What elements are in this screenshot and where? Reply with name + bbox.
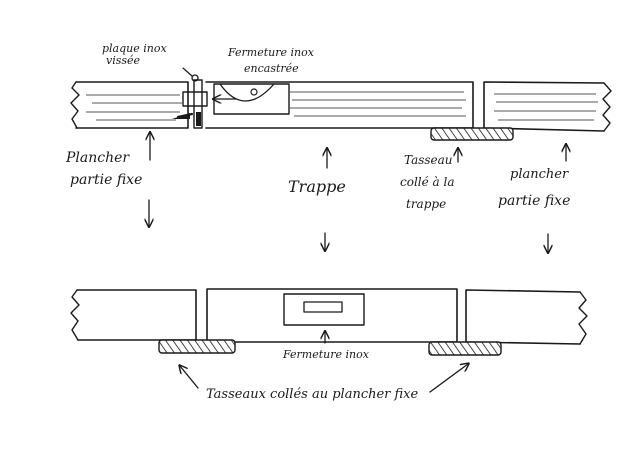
top-wood-grain — [86, 91, 598, 121]
label-tasseau-line2: collé à la — [400, 175, 455, 189]
label-plancher-right-line1: plancher — [510, 167, 569, 182]
label-plaque-line1: plaque inox — [102, 42, 167, 55]
bottom-fixed-floor-right — [465, 289, 581, 345]
top-right-break — [602, 82, 612, 132]
top-tasseau — [430, 127, 514, 141]
top-trappe-body — [205, 81, 474, 129]
top-recessed-closure — [213, 83, 290, 115]
bottom-left-break — [70, 289, 80, 341]
label-fermeture-top-line2: encastrée — [244, 62, 299, 75]
label-tasseau-line1: Tasseau — [404, 153, 453, 167]
top-inox-plate-screw — [196, 112, 201, 126]
leader-plaque — [182, 67, 193, 77]
labels: plaque inox vissée Fermeture inox encast… — [65, 42, 570, 402]
bottom-underside-view — [70, 288, 588, 356]
bottom-tasseau-right — [428, 341, 502, 356]
label-plancher-right-line2: partie fixe — [498, 193, 570, 209]
top-latch-bolt — [182, 91, 208, 107]
label-fermeture-bottom: Fermeture inox — [282, 348, 370, 361]
top-closure-knob — [219, 83, 275, 102]
label-trappe: Trappe — [288, 177, 346, 196]
label-tasseau-line3: trappe — [406, 197, 446, 211]
top-left-break — [70, 81, 80, 129]
bottom-tasseau-left — [158, 339, 236, 354]
annotation-arrows — [149, 67, 566, 393]
arrow-tasseau-right — [429, 364, 468, 393]
label-plancher-left-line2: partie fixe — [70, 172, 142, 188]
top-plate-screw-head — [191, 74, 199, 82]
top-fixed-floor-left — [75, 81, 189, 129]
bottom-fixed-floor-left — [76, 289, 197, 341]
label-fermeture-top-line1: Fermeture inox — [227, 46, 315, 59]
top-section-view — [70, 74, 612, 141]
top-fixed-floor-right — [483, 81, 605, 132]
label-plancher-left-line1: Plancher — [65, 150, 130, 166]
bottom-closure-slot — [303, 301, 343, 313]
bottom-right-break — [578, 291, 588, 345]
bottom-closure-plate — [283, 293, 365, 326]
top-latch-tab-shade — [172, 113, 190, 119]
label-plaque-line2: vissée — [106, 54, 141, 67]
top-closure-knob-pin — [250, 88, 258, 96]
label-tasseaux: Tasseaux collés au plancher fixe — [206, 387, 419, 402]
bottom-trappe-body — [206, 288, 458, 343]
arrow-tasseau-left — [180, 366, 199, 389]
